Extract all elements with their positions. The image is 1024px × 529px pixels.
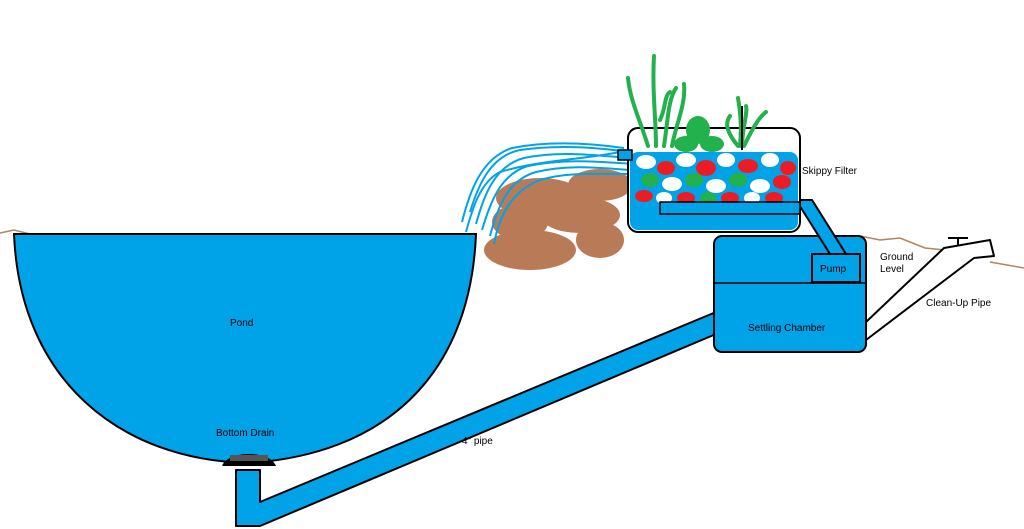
aquatic-plants	[626, 54, 768, 148]
cleanup-pipe-label: Clean-Up Pipe	[926, 298, 991, 309]
skippy-filter	[617, 127, 801, 233]
bottom-drain-label: Bottom Drain	[216, 428, 274, 439]
ground-line	[0, 229, 1024, 269]
bottom-drain	[222, 454, 276, 466]
waterfall-rocks	[484, 169, 632, 270]
pond-label: Pond	[230, 318, 253, 329]
skippy-filter-label: Skippy Filter	[802, 166, 858, 177]
level-label: Level	[880, 264, 904, 275]
filter-media	[635, 153, 796, 204]
settling-chamber-label: Settling Chamber	[748, 323, 826, 334]
return-pipe	[794, 199, 848, 255]
lily-pads	[674, 116, 724, 152]
cleanup-pipe	[865, 239, 995, 341]
pipe-label: 4" pipe	[462, 436, 493, 447]
waterfall-stream	[461, 142, 635, 245]
ground-label: Ground	[880, 252, 913, 263]
pump-label: Pump	[820, 264, 847, 275]
valve-icon	[948, 237, 968, 246]
pump-box	[811, 253, 861, 283]
